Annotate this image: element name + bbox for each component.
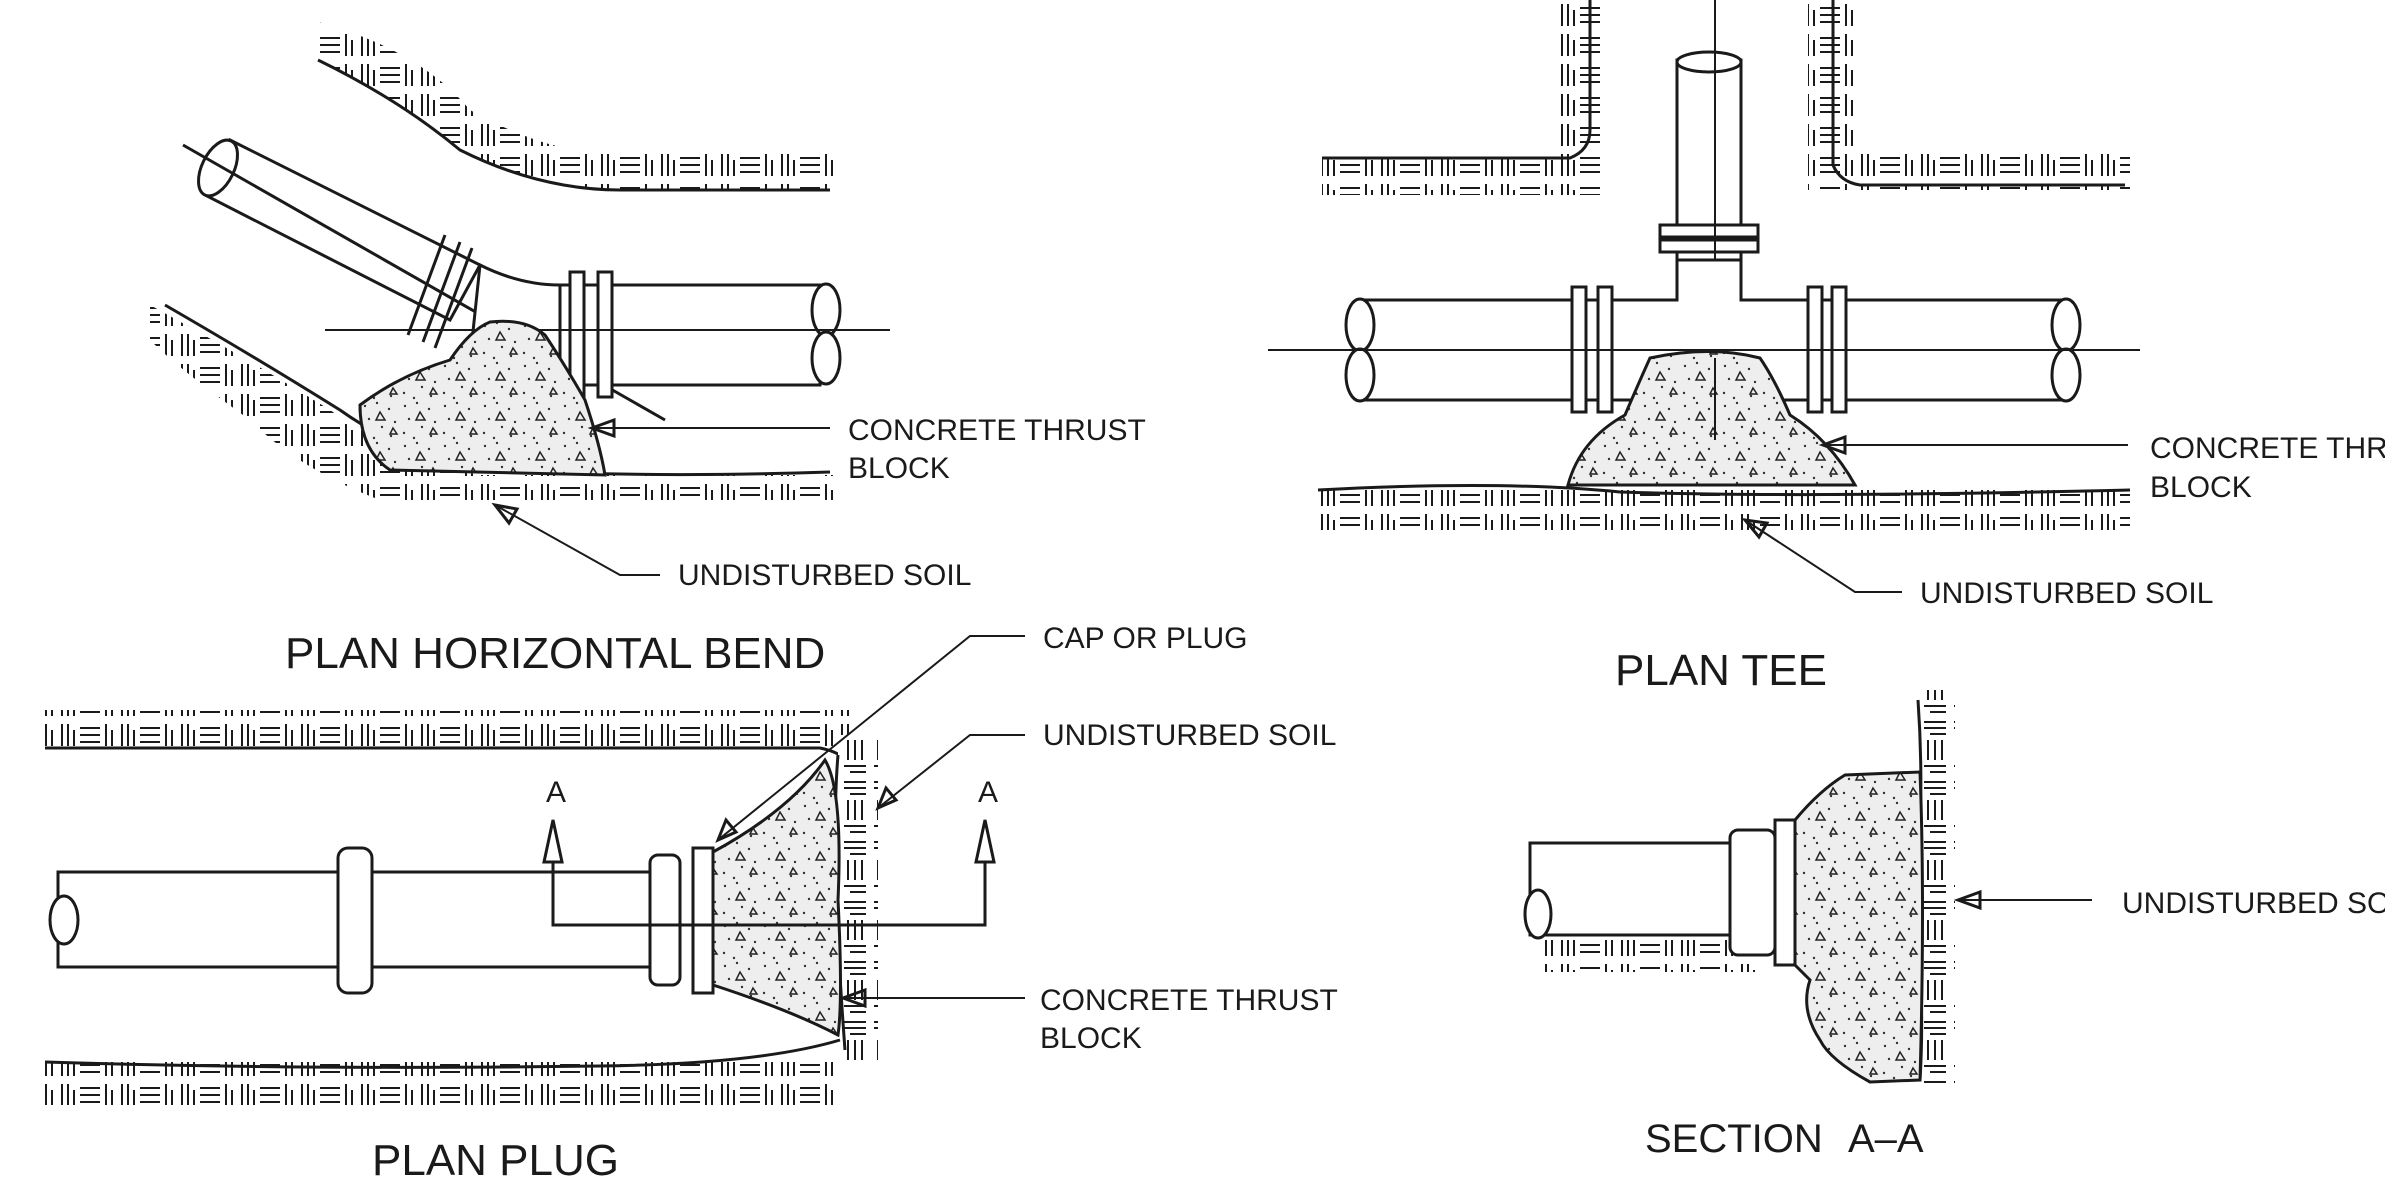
section-pipe bbox=[1523, 818, 1797, 967]
plug-concrete-label-line2: BLOCK bbox=[1040, 1022, 1142, 1055]
bend-soil-leader bbox=[494, 504, 660, 576]
plug-section-mark-left: A bbox=[546, 776, 566, 809]
section-soil-bottom bbox=[1540, 940, 1760, 972]
section-view-title-mark: A–A bbox=[1848, 1117, 1924, 1161]
tee-soil-top-right bbox=[1808, 0, 2130, 190]
plug-soil-top bbox=[45, 710, 850, 748]
tee-view-title: PLAN TEE bbox=[1615, 646, 1827, 695]
bend-soil-top bbox=[318, 22, 840, 190]
plan-tee-view: CONCRETE THRUST BLOCK UNDISTURBED SOIL P… bbox=[1268, 0, 2385, 695]
plug-cap-leader bbox=[717, 635, 1025, 841]
bend-concrete-thrust-block bbox=[358, 319, 607, 477]
bend-concrete-label-line2: BLOCK bbox=[848, 452, 950, 485]
tee-soil-bottom bbox=[1318, 490, 2130, 530]
plug-soil-right bbox=[838, 735, 878, 1060]
plug-cap bbox=[691, 846, 715, 995]
plug-soil-leader bbox=[877, 734, 1025, 809]
section-view-title: SECTION bbox=[1645, 1117, 1823, 1161]
plug-concrete-thrust-block bbox=[711, 757, 842, 1038]
plug-cap-label: CAP OR PLUG bbox=[1043, 622, 1248, 655]
tee-concrete-label-line2: BLOCK bbox=[2150, 471, 2252, 504]
plug-pipe bbox=[48, 846, 682, 995]
tee-concrete-thrust-block bbox=[1566, 350, 1858, 487]
tee-soil-leader bbox=[1744, 519, 1902, 593]
bend-soil-label: UNDISTURBED SOIL bbox=[678, 559, 971, 592]
plug-section-line bbox=[551, 862, 987, 927]
plan-plug-view: A A CAP OR PLUG UNDISTURBED SOIL CONCRET… bbox=[44, 622, 1338, 1185]
tee-soil-label: UNDISTURBED SOIL bbox=[1920, 577, 2213, 610]
bend-straight-pipe bbox=[325, 262, 890, 399]
tee-concrete-label-line1: CONCRETE THRUST bbox=[2150, 432, 2385, 465]
plug-soil-label: UNDISTURBED SOIL bbox=[1043, 719, 1336, 752]
plug-soil-bottom bbox=[45, 1062, 840, 1105]
tee-soil-top-left bbox=[1322, 0, 1605, 195]
section-soil-label: UNDISTURBED SOIL bbox=[2122, 887, 2385, 920]
section-concrete-thrust-block bbox=[1793, 770, 1924, 1084]
bend-view-title: PLAN HORIZONTAL BEND bbox=[285, 629, 825, 678]
plug-concrete-label-line1: CONCRETE THRUST bbox=[1040, 984, 1338, 1017]
bend-concrete-label-line1: CONCRETE THRUST bbox=[848, 414, 1146, 447]
section-soil-right bbox=[1918, 690, 1955, 1085]
tee-main-pipe bbox=[1268, 258, 2140, 414]
plug-section-mark-right: A bbox=[978, 776, 998, 809]
plug-view-title: PLAN PLUG bbox=[372, 1136, 619, 1185]
bend-soil-bottom bbox=[150, 305, 840, 500]
plan-horizontal-bend-view: CONCRETE THRUST BLOCK UNDISTURBED SOIL P… bbox=[150, 22, 1146, 678]
section-a-a-view: UNDISTURBED SOIL SECTION A–A bbox=[1523, 690, 2385, 1161]
